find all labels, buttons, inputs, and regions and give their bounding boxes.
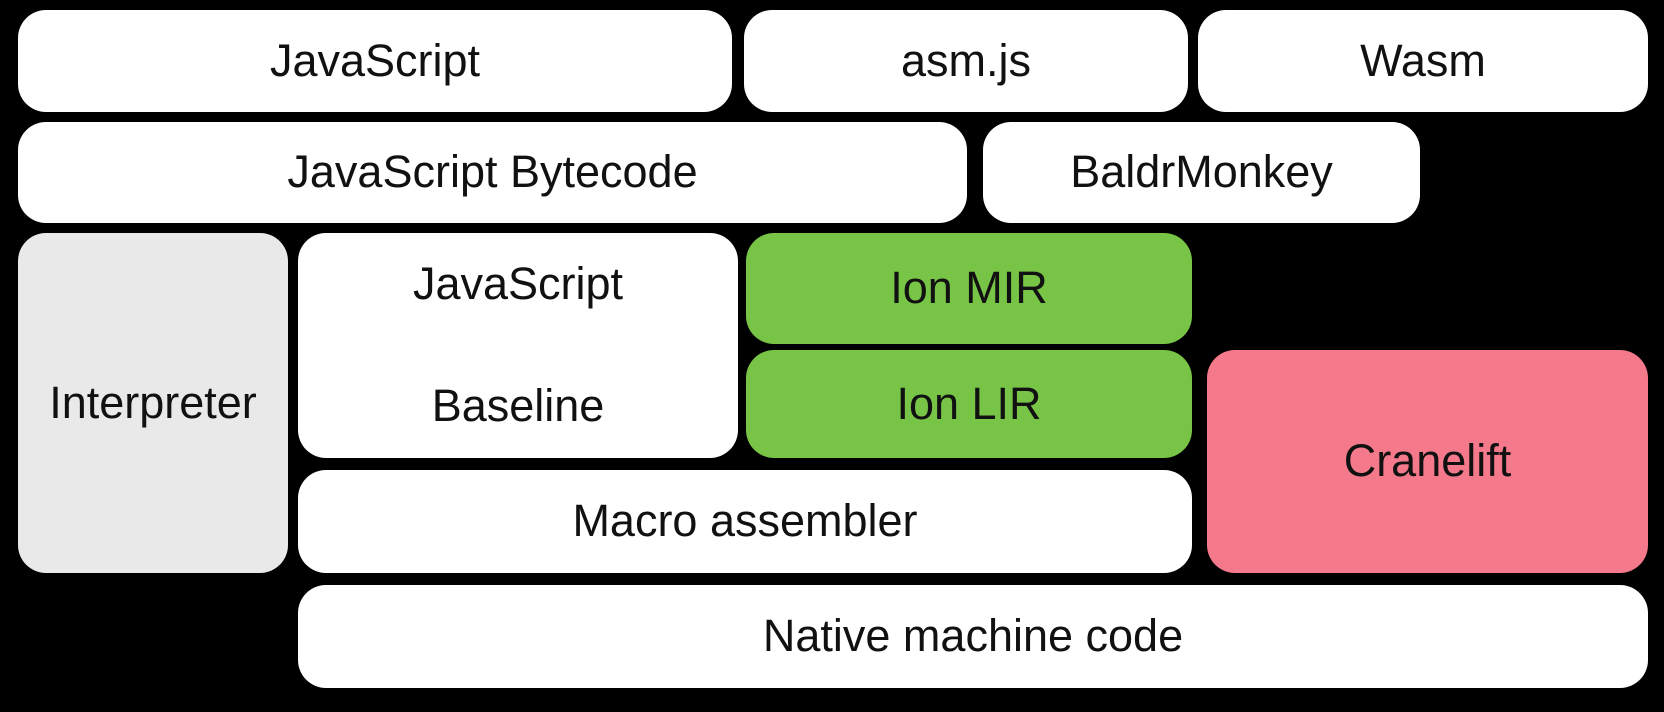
- node-native-machine-code-label: Native machine code: [762, 610, 1184, 662]
- node-wasm: Wasm: [1198, 10, 1648, 112]
- node-javascript-baseline-label: JavaScript Baseline: [413, 194, 623, 498]
- node-javascript-baseline-line2: Baseline: [431, 379, 605, 431]
- node-javascript-baseline: JavaScript Baseline: [298, 233, 738, 458]
- node-javascript-label: JavaScript: [269, 34, 481, 86]
- node-cranelift-label: Cranelift: [1343, 435, 1512, 487]
- node-ion-mir: Ion MIR: [746, 233, 1192, 344]
- node-interpreter: Interpreter: [18, 233, 288, 573]
- node-javascript-bytecode: JavaScript Bytecode: [18, 122, 967, 223]
- node-macro-assembler-label: Macro assembler: [572, 495, 918, 547]
- node-asmjs-label: asm.js: [900, 34, 1031, 86]
- node-baldrmonkey-label: BaldrMonkey: [1070, 146, 1333, 198]
- node-javascript-baseline-line1: JavaScript: [412, 258, 624, 310]
- node-ion-lir: Ion LIR: [746, 350, 1192, 458]
- node-cranelift: Cranelift: [1207, 350, 1648, 573]
- node-ion-lir-label: Ion LIR: [896, 377, 1042, 429]
- node-ion-mir-label: Ion MIR: [890, 262, 1048, 314]
- node-asmjs: asm.js: [744, 10, 1188, 112]
- node-interpreter-label: Interpreter: [49, 376, 257, 428]
- node-javascript: JavaScript: [18, 10, 732, 112]
- node-javascript-bytecode-label: JavaScript Bytecode: [287, 146, 698, 198]
- node-wasm-label: Wasm: [1360, 34, 1486, 86]
- node-baldrmonkey: BaldrMonkey: [983, 122, 1420, 223]
- node-native-machine-code: Native machine code: [298, 585, 1648, 688]
- node-macro-assembler: Macro assembler: [298, 470, 1192, 573]
